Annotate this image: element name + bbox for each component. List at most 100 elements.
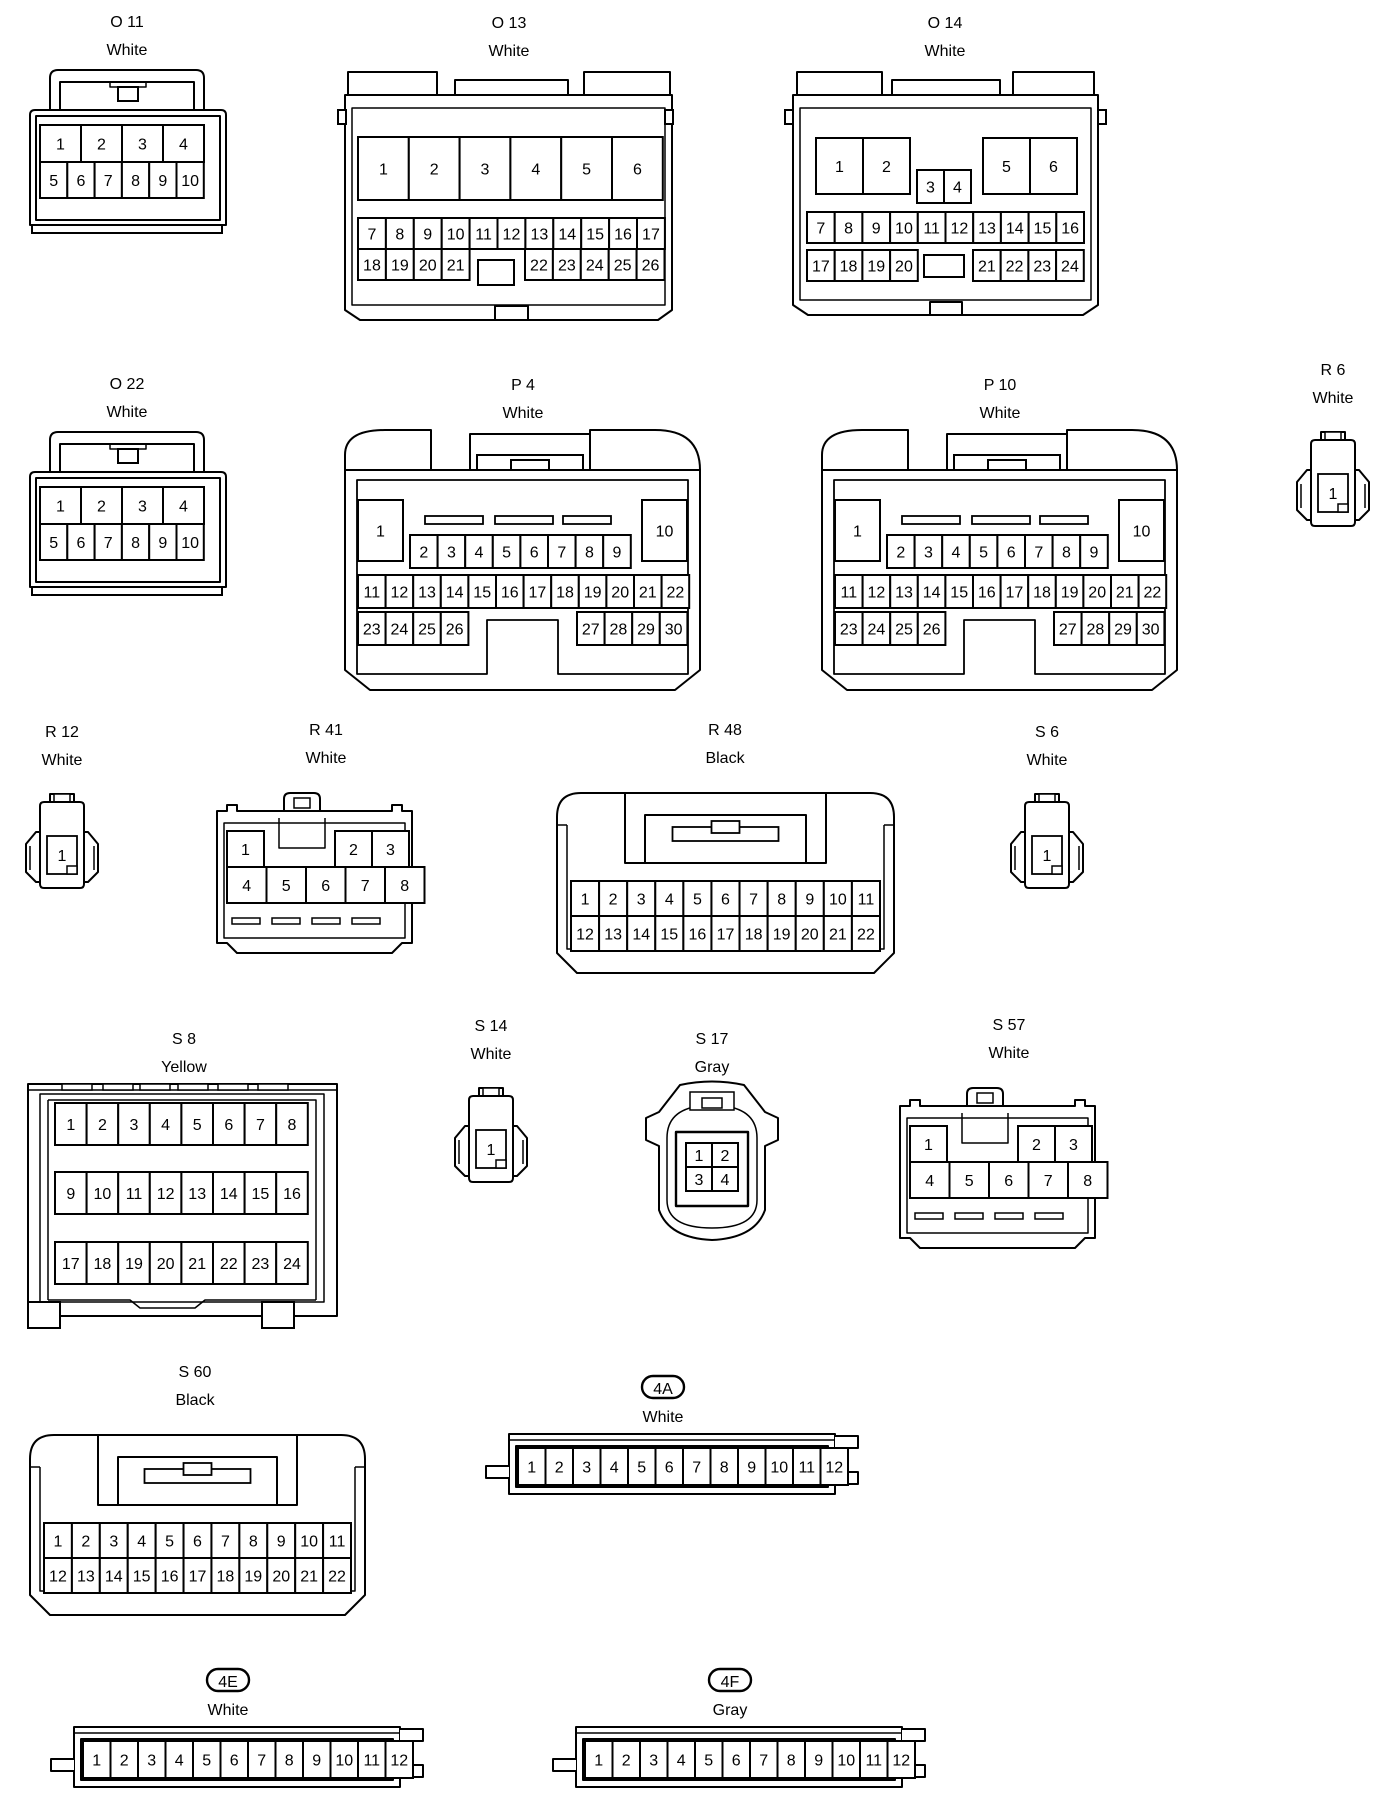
pin-cell: 21 — [180, 1241, 214, 1285]
pin-number: 8 — [1083, 1173, 1092, 1190]
pin-number: 18 — [217, 1569, 235, 1586]
pin-number: 30 — [1142, 622, 1160, 639]
pin-cell: 9 — [804, 1740, 834, 1779]
connector-s60-code: S 60 — [179, 1364, 212, 1381]
pin-number: 3 — [147, 1753, 156, 1770]
pin-cell: 6 — [212, 1102, 246, 1146]
pin-number: 4 — [677, 1753, 686, 1770]
pin-cell: 9 — [148, 523, 178, 561]
pin-cell: 1 — [226, 830, 265, 868]
pin-cell: 9 — [302, 1740, 332, 1779]
pin-number: 9 — [872, 221, 881, 238]
pin-cell: 18 — [550, 574, 580, 609]
pin-cell: 15 — [654, 915, 685, 952]
pin-number: 11 — [858, 892, 875, 909]
pin-number: 9 — [613, 545, 622, 562]
pin-number: 9 — [158, 173, 167, 190]
pin-cell: 20 — [889, 249, 919, 282]
pin-number: 6 — [633, 162, 642, 179]
pin-cell: 12 — [384, 574, 415, 609]
pin-cell: 7 — [93, 161, 123, 199]
pin-cell: 16 — [1055, 211, 1086, 244]
connector-s14-color: White — [471, 1046, 512, 1063]
pin-cell: 1 — [357, 136, 410, 201]
pin-cell: 27 — [576, 611, 606, 646]
pin-number: 6 — [1004, 1173, 1013, 1190]
pin-number: 3 — [1069, 1137, 1078, 1154]
pin-number: 4 — [175, 1753, 184, 1770]
pin-cell: 12 — [819, 1447, 849, 1486]
pin-number: 12 — [157, 1186, 175, 1203]
pin-cell: 1 — [909, 1125, 948, 1163]
connector-s17-color: Gray — [695, 1059, 730, 1076]
pin-number: 9 — [805, 892, 814, 909]
pin-number: 8 — [585, 545, 594, 562]
pin-number: 7 — [759, 1753, 768, 1770]
pin-number: 20 — [272, 1569, 290, 1586]
pin-cell: 21 — [1110, 574, 1140, 609]
pin-cell: 8 — [120, 161, 151, 199]
pin-cell: 9 — [148, 161, 178, 199]
pin-cell: 8 — [384, 217, 415, 250]
pin-cell: 6 — [305, 866, 347, 904]
pin-cell: 12 — [384, 1740, 414, 1779]
pin-number: 9 — [423, 227, 432, 244]
pin-number: 4 — [242, 878, 251, 895]
pin-cell: 8 — [1051, 534, 1082, 569]
pin-cell: 3 — [685, 1166, 713, 1192]
pin-number: 15 — [1034, 221, 1052, 238]
pin-cell: 10 — [440, 217, 471, 250]
pin-number: 3 — [926, 180, 935, 197]
pin-cell: 13 — [412, 574, 442, 609]
pin-number: 5 — [49, 173, 58, 190]
pin-number: 16 — [689, 927, 707, 944]
pin-number: 11 — [840, 585, 857, 602]
pin-number: 9 — [66, 1186, 75, 1203]
pin-number: 12 — [950, 221, 968, 238]
pin-number: 23 — [1033, 259, 1051, 276]
pin-cell: 19 — [384, 248, 415, 281]
pin-number: 24 — [868, 622, 886, 639]
pin-cell: 18 — [738, 915, 769, 952]
pin-cell: 4 — [599, 1447, 629, 1486]
pin-cell: 19 — [117, 1241, 151, 1285]
pin-cell: 12 — [148, 1171, 183, 1215]
pin-number: 5 — [979, 545, 988, 562]
pin-number: 6 — [732, 1753, 741, 1770]
connector-p10-code: P 10 — [984, 377, 1017, 394]
pin-number: 2 — [97, 137, 106, 154]
pin-number: 14 — [632, 927, 650, 944]
pin-cell: 15 — [580, 217, 611, 250]
pin-cell: 4 — [148, 1102, 183, 1146]
pin-cell: 1 — [570, 880, 601, 917]
pin-number: 20 — [419, 258, 437, 275]
pin-number: 8 — [395, 227, 404, 244]
pin-number: 21 — [447, 258, 465, 275]
pin-number: 6 — [1049, 159, 1058, 176]
pin-number: 8 — [249, 1534, 258, 1551]
pin-number: 4 — [665, 892, 674, 909]
pin-cell: 10 — [1118, 499, 1165, 562]
pin-number: 17 — [529, 585, 547, 602]
pin-cell: 13 — [889, 574, 919, 609]
pin-number: 4 — [137, 1534, 146, 1551]
pin-cell: 10 — [764, 1447, 794, 1486]
pin-cell: 3 — [98, 1522, 129, 1559]
pin-number: 7 — [749, 892, 758, 909]
pin-number: 22 — [220, 1256, 238, 1273]
pin-cell: 9 — [737, 1447, 767, 1486]
connector-o13-color: White — [489, 43, 530, 60]
pin-number: 27 — [582, 622, 600, 639]
pin-cell: 5 — [627, 1447, 657, 1486]
pin-cell: 21 — [972, 249, 1002, 282]
pin-number: 4 — [721, 1172, 730, 1189]
pin-number: 7 — [361, 878, 370, 895]
pin-cell: 7 — [344, 866, 386, 904]
pin-number: 7 — [367, 227, 376, 244]
pin-number: 5 — [704, 1753, 713, 1770]
pin-cell: 12 — [886, 1740, 916, 1779]
